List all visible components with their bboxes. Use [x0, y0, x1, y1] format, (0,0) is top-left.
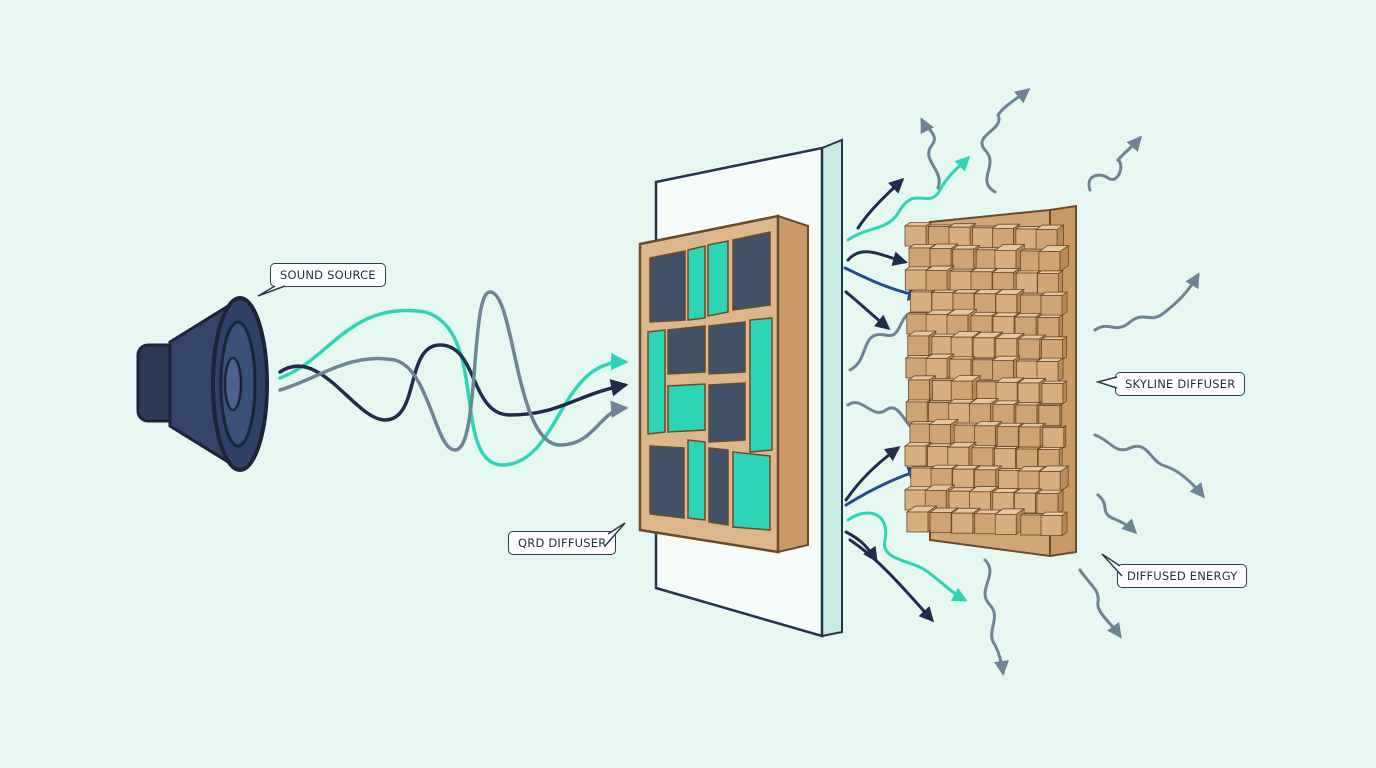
skyline-block — [1038, 315, 1063, 337]
skyline-block — [972, 445, 997, 467]
skyline-block — [993, 269, 1020, 293]
reflection-arrow — [858, 180, 902, 228]
skyline-block — [1042, 337, 1067, 360]
skyline-block — [1038, 271, 1063, 294]
diffused-arrow — [985, 560, 1003, 673]
skyline-block — [1043, 426, 1066, 447]
skyline-block — [906, 400, 930, 422]
skyline-block — [930, 419, 959, 444]
skyline-block — [926, 354, 954, 379]
skyline-block — [995, 244, 1025, 270]
reflection-arrow — [846, 448, 898, 500]
skyline-block — [1017, 447, 1041, 469]
skyline-block — [992, 356, 1019, 380]
reflection-arrow — [848, 252, 905, 262]
reflection-arrow — [850, 540, 932, 620]
diffused-arrow — [1095, 275, 1198, 330]
skyline-block — [911, 290, 935, 312]
skyline-block — [1042, 381, 1067, 403]
skyline-block — [929, 225, 953, 247]
diffused-arrow — [982, 90, 1028, 192]
skyline-block — [1039, 466, 1068, 492]
speaker-icon — [138, 298, 267, 470]
diffused-arrow — [1089, 138, 1140, 190]
qrd-diffuser-label: QRD DIFFUSER — [508, 531, 616, 555]
incoming-wave-slate — [280, 292, 625, 450]
skyline-block — [951, 376, 980, 402]
diffused-arrow — [1080, 570, 1120, 636]
skyline-block — [911, 467, 934, 488]
skyline-block — [995, 509, 1024, 535]
skyline-block — [1037, 490, 1063, 513]
skyline-block — [1041, 512, 1067, 536]
skyline-block — [993, 401, 1019, 425]
diffused-arrow — [922, 120, 939, 188]
incoming-waves — [280, 292, 625, 465]
skyline-block — [1016, 403, 1041, 425]
skyline-blocks — [905, 223, 1068, 536]
skyline-diffuser-panel — [905, 206, 1076, 556]
incoming-wave-navy — [280, 345, 625, 420]
skyline-block — [905, 223, 931, 247]
skyline-block — [1021, 293, 1045, 315]
skyline-block — [1018, 378, 1046, 403]
skyline-block — [1039, 246, 1069, 272]
skyline-block — [953, 245, 980, 269]
skyline-block — [1019, 424, 1045, 448]
reflection-arrow — [846, 292, 888, 328]
diffused-arrow — [1095, 435, 1203, 496]
skyline-block — [1041, 292, 1067, 316]
sound-source-label: SOUND SOURCE — [270, 263, 386, 287]
skyline-block — [996, 290, 1024, 315]
skyline-block — [1039, 404, 1062, 425]
qrd-diffuser-panel — [640, 216, 808, 552]
skyline-block — [908, 376, 935, 400]
skyline-diffuser-label: SKYLINE DIFFUSER — [1115, 372, 1245, 396]
diffused-arrow — [1098, 495, 1135, 532]
skyline-block — [926, 266, 954, 291]
diffused-energy-label: DIFFUSED ENERGY — [1117, 564, 1247, 588]
skyline-block — [1021, 514, 1044, 535]
skyline-block — [995, 447, 1019, 469]
skyline-block — [905, 443, 931, 467]
